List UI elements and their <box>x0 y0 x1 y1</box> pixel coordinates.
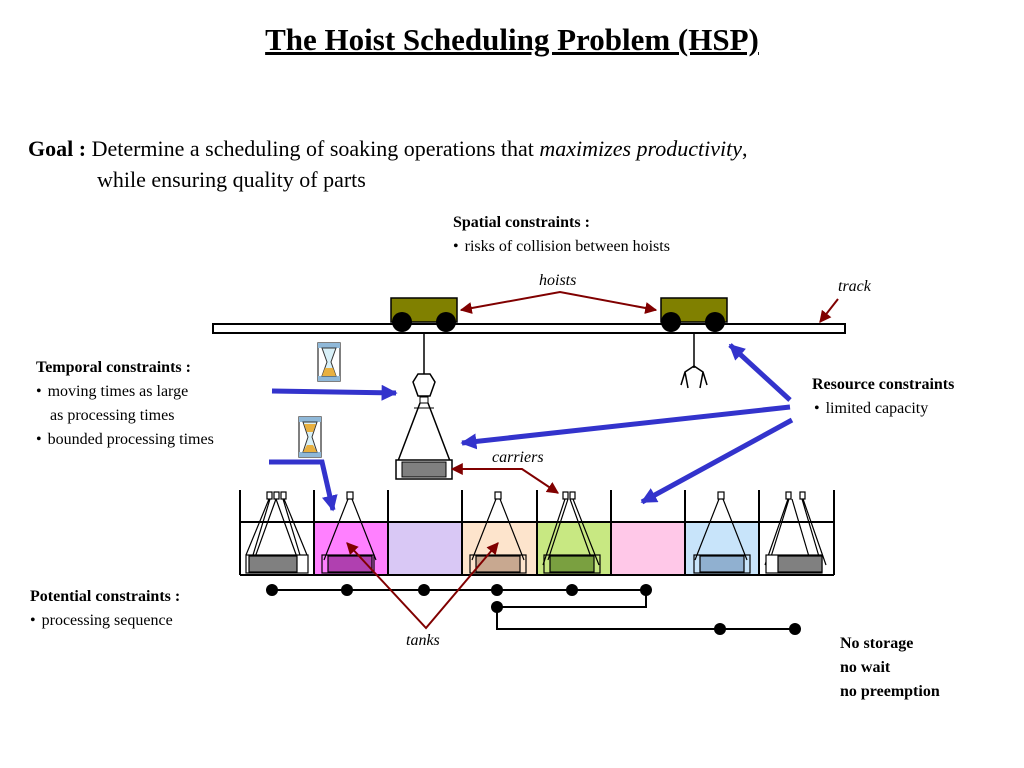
hook <box>419 396 429 404</box>
note-no-wait: no wait <box>840 659 891 676</box>
carriers-arrows <box>450 463 559 494</box>
temporal-item: moving times as large <box>36 380 214 404</box>
tank-8-carriers <box>764 491 827 574</box>
hoist-wheel <box>392 312 412 332</box>
resource-constraints: Resource constraints limited capacity <box>812 373 954 421</box>
potential-item: processing sequence <box>30 609 180 633</box>
hoists-label: hoists <box>539 272 577 289</box>
carrier-frame <box>397 402 451 462</box>
goal-text: Determine a scheduling of soaking operat… <box>91 136 534 161</box>
goal-statement: Goal : Determine a scheduling of soaking… <box>28 133 748 195</box>
goal-label: Goal : <box>28 136 87 161</box>
gripper-closed <box>412 373 436 397</box>
temporal-arrow-to-tank <box>269 459 338 512</box>
tanks-label: tanks <box>406 632 440 649</box>
sequence-nodes <box>266 584 801 635</box>
tank-3 <box>389 523 461 574</box>
goal-comma: , <box>742 136 748 161</box>
hoist-right <box>660 297 728 389</box>
temporal-item-cont: as processing times <box>50 407 175 424</box>
goal-emphasis: maximizes productivity <box>539 136 743 161</box>
tanks-arrows <box>346 542 499 630</box>
tank-2-carrier <box>321 491 377 574</box>
resource-arrow-to-carrier <box>460 404 791 450</box>
hoists-arrows <box>459 290 658 314</box>
resource-heading: Resource constraints <box>812 376 955 393</box>
temporal-item: bounded processing times <box>36 428 214 452</box>
track-arrow <box>819 298 839 323</box>
track-rail <box>212 323 846 334</box>
note-no-preemption: no preemption <box>840 683 940 700</box>
spatial-heading: Spatial constraints : <box>453 214 590 231</box>
constraint-arrows <box>269 343 794 512</box>
spatial-item: risks of collision between hoists <box>453 235 670 259</box>
resource-arrow-to-hoist <box>728 343 792 402</box>
temporal-heading: Temporal constraints : <box>36 359 191 376</box>
tank-6 <box>612 523 684 574</box>
tank-1-carriers <box>245 491 309 574</box>
label-arrows <box>346 290 839 630</box>
temporal-arrow-to-carrier <box>271 384 398 401</box>
gripper-open <box>680 365 708 389</box>
goal-line2: while ensuring quality of parts <box>97 167 366 192</box>
processing-sequence-graph <box>272 589 795 630</box>
hoist-wheel <box>705 312 725 332</box>
hoist-left <box>390 297 458 480</box>
resource-item: limited capacity <box>812 397 954 421</box>
hoist-wheel <box>436 312 456 332</box>
no-storage-notes: No storage no wait no preemption <box>840 632 940 704</box>
potential-heading: Potential constraints : <box>30 588 181 605</box>
hoist-wheel <box>661 312 681 332</box>
carrier-load <box>401 461 447 478</box>
track-label: track <box>838 278 871 295</box>
page-title: The Hoist Scheduling Problem (HSP) <box>265 22 759 57</box>
hourglass-icon <box>298 416 322 458</box>
hourglass-icon <box>317 342 341 382</box>
carriers-label: carriers <box>492 449 544 466</box>
potential-constraints: Potential constraints : processing seque… <box>30 585 180 633</box>
tank-5-carriers <box>542 491 601 574</box>
resource-arrow-to-tank <box>640 417 794 505</box>
note-no-storage: No storage <box>840 635 914 652</box>
spatial-constraints: Spatial constraints : risks of collision… <box>453 211 670 259</box>
temporal-constraints: Temporal constraints : moving times as l… <box>36 356 214 452</box>
tank-7-carrier <box>693 491 751 574</box>
